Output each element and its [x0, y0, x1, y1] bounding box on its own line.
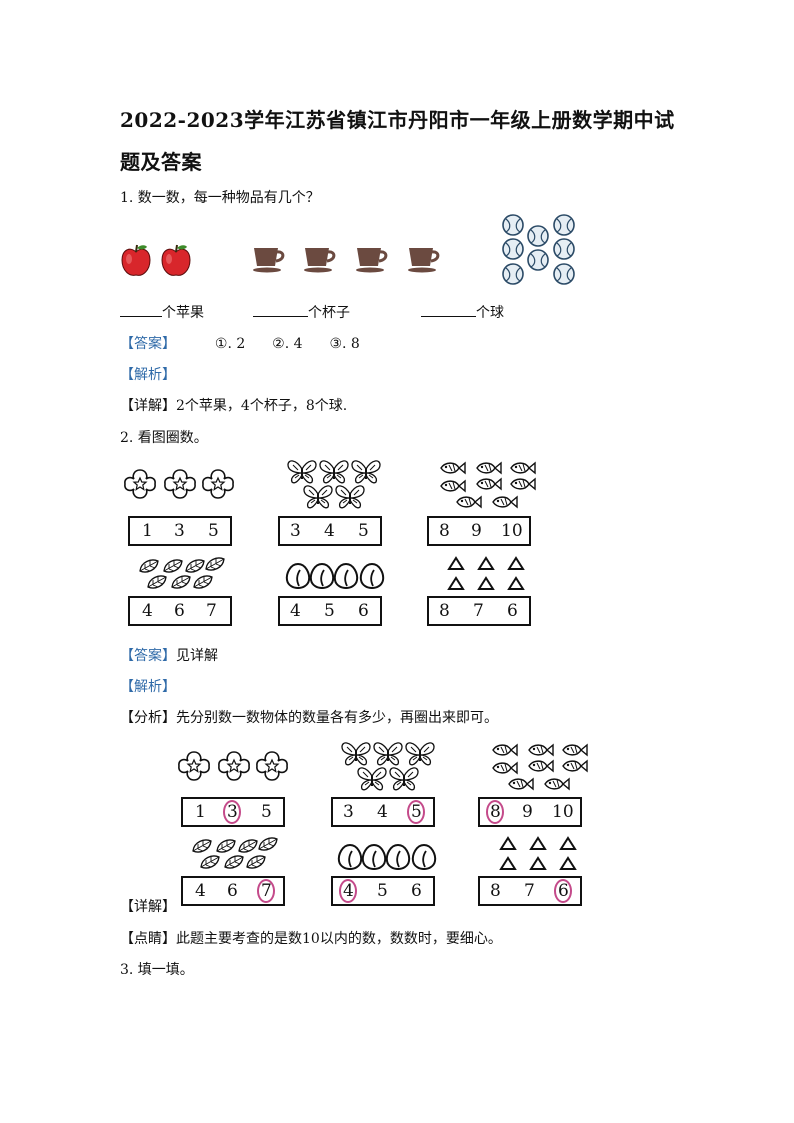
- q3-prompt: 3. 填一填。: [120, 962, 194, 978]
- fish-group-solution: [492, 744, 588, 790]
- q2-prompt: 2. 看图圈数。: [120, 430, 208, 446]
- triangles-group-solution: [500, 837, 576, 870]
- peaches-group-solution: [337, 844, 437, 870]
- number-box-flowers: 1 3 5: [128, 516, 232, 546]
- number-box-fish-solution: 8 9 10: [478, 797, 582, 827]
- number-box-butterflies: 3 4 5: [278, 516, 382, 546]
- butterflies-group: [287, 459, 381, 509]
- q2-fenxi: 【分析】先分别数一数物体的数量各有多少，再圈出来即可。: [120, 710, 498, 726]
- q1-prompt: 1. 数一数，每一种物品有几个？: [120, 190, 320, 206]
- answer-circle: [339, 879, 357, 903]
- number-option: 5: [261, 802, 272, 822]
- answer-circle: [554, 879, 572, 903]
- q1-answer: 【答案】 ①. 2 ②. 4 ③. 8: [120, 336, 360, 352]
- number-option: 8: [490, 881, 501, 901]
- peaches-group: [285, 563, 385, 589]
- number-option: 9: [522, 802, 533, 822]
- q1-detail: 【详解】2个苹果，4个杯子，8个球.: [120, 398, 348, 414]
- cup-icon: [356, 248, 388, 273]
- number-box-fish: 8 9 10: [427, 516, 531, 546]
- number-option[interactable]: 5: [358, 521, 369, 541]
- number-box-leaves: 4 6 7: [128, 596, 232, 626]
- number-box-butterflies-solution: 3 4 5: [331, 797, 435, 827]
- page-title-line2: 题及答案: [120, 150, 202, 174]
- number-option[interactable]: 7: [206, 601, 217, 621]
- number-box-leaves-solution: 4 6 7: [181, 876, 285, 906]
- number-box-triangles-solution: 8 7 6: [478, 876, 582, 906]
- answer-circle: [486, 800, 504, 824]
- number-option: 4: [195, 881, 206, 901]
- number-option[interactable]: 9: [471, 521, 482, 541]
- ball-icon: [502, 214, 524, 236]
- apple-icon: [121, 244, 151, 276]
- number-option[interactable]: 6: [174, 601, 185, 621]
- q2-detail-tag: 【详解】: [120, 899, 176, 915]
- number-option: 6: [411, 881, 422, 901]
- cup-icon: [253, 248, 285, 273]
- q1-analysis-tag: 【解析】: [120, 367, 176, 383]
- q1-blank-apples: 个苹果: [120, 302, 204, 322]
- answer-tag: 【答案】: [120, 336, 176, 352]
- q1-blank-cups: 个杯子: [253, 302, 350, 322]
- number-option[interactable]: 8: [439, 521, 450, 541]
- number-option: 5: [377, 881, 388, 901]
- cup-icon: [408, 248, 440, 273]
- number-option[interactable]: 4: [142, 601, 153, 621]
- ball-icon: [502, 238, 524, 260]
- number-option[interactable]: 1: [142, 521, 153, 541]
- leaves-group-solution: [192, 837, 278, 869]
- number-option[interactable]: 5: [208, 521, 219, 541]
- number-option[interactable]: 4: [324, 521, 335, 541]
- triangles-group: [448, 557, 524, 590]
- number-box-peaches-solution: 4 5 6: [331, 876, 435, 906]
- number-option: 1: [195, 802, 206, 822]
- number-option: 6: [227, 881, 238, 901]
- answer-circle: [257, 879, 275, 903]
- ball-icon: [553, 214, 575, 236]
- number-box-triangles: 8 7 6: [427, 596, 531, 626]
- leaves-group: [139, 557, 225, 589]
- number-option[interactable]: 3: [290, 521, 301, 541]
- ball-icon: [502, 263, 524, 285]
- number-option[interactable]: 8: [439, 601, 450, 621]
- cup-icon: [304, 248, 336, 273]
- number-box-flowers-solution: 1 3 5: [181, 797, 285, 827]
- fish-group: [440, 462, 536, 508]
- number-option: 7: [524, 881, 535, 901]
- ball-icon: [527, 249, 549, 271]
- q2-dianjing: 【点睛】此题主要考查的是数10以内的数，数数时，要细心。: [120, 931, 502, 947]
- flowers-group-solution: [178, 751, 288, 781]
- ball-icon: [527, 225, 549, 247]
- number-option: 4: [377, 802, 388, 822]
- number-option: 3: [343, 802, 354, 822]
- number-option: 10: [552, 802, 574, 822]
- ball-icon: [553, 263, 575, 285]
- balls-group: [502, 214, 575, 285]
- q2-answer: 【答案】见详解: [120, 648, 218, 664]
- number-option[interactable]: 6: [507, 601, 518, 621]
- number-option[interactable]: 7: [473, 601, 484, 621]
- number-box-peaches: 4 5 6: [278, 596, 382, 626]
- q1-blank-balls: 个球: [421, 302, 504, 322]
- q2-analysis-tag: 【解析】: [120, 679, 176, 695]
- answer-circle: [223, 800, 241, 824]
- answer-circle: [407, 800, 425, 824]
- number-option[interactable]: 5: [324, 601, 335, 621]
- apple-icon: [161, 244, 191, 276]
- number-option[interactable]: 3: [174, 521, 185, 541]
- number-option[interactable]: 10: [501, 521, 523, 541]
- flowers-group: [124, 469, 234, 499]
- page-title-line1: 2022-2023学年江苏省镇江市丹阳市一年级上册数学期中试: [120, 108, 675, 132]
- number-option[interactable]: 4: [290, 601, 301, 621]
- ball-icon: [553, 238, 575, 260]
- butterflies-group-solution: [341, 741, 435, 791]
- number-option[interactable]: 6: [358, 601, 369, 621]
